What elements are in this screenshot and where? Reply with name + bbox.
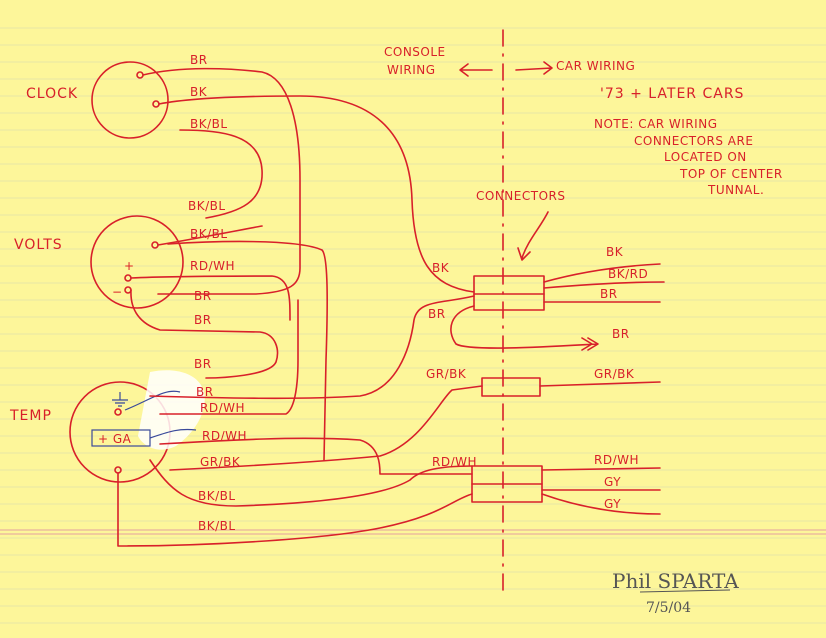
- ground-icon: [112, 392, 128, 407]
- wire-temp-rdwh2: [159, 437, 473, 475]
- car-wiring-label: CAR WIRING: [556, 59, 635, 73]
- console-label-2: WIRING: [387, 63, 436, 77]
- wire-label-conn-rdwh: RD/WH: [432, 455, 477, 469]
- wire-volts-minus-br: [130, 289, 279, 379]
- wire-conn-br: [450, 305, 599, 351]
- wire-label-conn-br: BR: [428, 307, 446, 321]
- wire-label-temp-rdwh2: RD/WH: [202, 429, 247, 443]
- out-wire-bkrd: [543, 281, 665, 289]
- clock-gauge: [91, 61, 169, 139]
- connectors-arrow: [517, 211, 549, 261]
- wire-temp-bkbl2: [117, 472, 473, 547]
- wire-temp-grbk: [169, 385, 483, 471]
- wire-label-temp-br2: BR: [196, 385, 214, 399]
- volts-gauge: [90, 215, 184, 309]
- wire-label-conn-grbk: GR/BK: [426, 367, 467, 381]
- wire-label-out-gy1: GY: [604, 475, 621, 489]
- wire-label-out-bkrd: BK/RD: [608, 267, 648, 281]
- wire-label-temp-bkbl1: BK/BL: [198, 489, 236, 503]
- later-cars-label: '73 + LATER CARS: [600, 86, 744, 102]
- wire-label-out-grbk: GR/BK: [594, 367, 635, 381]
- volts-label: VOLTS: [14, 237, 63, 253]
- wire-label-out-bk: BK: [606, 245, 624, 259]
- wire-label-temp-br1: BR: [194, 357, 212, 371]
- signature-date: 7/5/04: [646, 600, 691, 616]
- temp-term-gnd: [114, 408, 122, 416]
- signature-name: Phil SPARTA: [612, 569, 739, 593]
- clock-label: CLOCK: [26, 86, 78, 102]
- wire-temp-bkbl1: [149, 459, 473, 507]
- wire-clock-br: [142, 67, 301, 295]
- wire-volts-bkbl2: [167, 240, 328, 461]
- wire-label-out-rdwh: RD/WH: [594, 453, 639, 467]
- arrow-left: [459, 63, 493, 77]
- connector-1: [473, 275, 545, 311]
- wire-clock-bkbl: [179, 129, 263, 219]
- wire-label-temp-bkbl2: BK/BL: [198, 519, 236, 533]
- wire-label-mid-br: BR: [194, 313, 212, 327]
- wire-volts-rdwh: [130, 275, 291, 321]
- out-wire-rdwh: [541, 467, 661, 471]
- wire-volts-bkbl: [157, 225, 263, 246]
- volts-plus: +: [124, 259, 135, 273]
- connector-2: [481, 377, 541, 397]
- wire-label-out-br2: BR: [612, 327, 630, 341]
- wire-label-out-br: BR: [600, 287, 618, 301]
- wire-label-temp-rdwh1: RD/WH: [200, 401, 245, 415]
- wire-temp-rdwh: [159, 299, 299, 415]
- blue-wire-2: [149, 428, 197, 439]
- note-line-5: TUNNAL.: [707, 183, 764, 197]
- wire-label-volts-bkbl2: BK/BL: [190, 227, 228, 241]
- temp-ga-text: + GA: [98, 432, 132, 446]
- out-wire-bk: [543, 263, 661, 283]
- temp-label: TEMP: [9, 408, 52, 424]
- note-line-1: NOTE: CAR WIRING: [594, 117, 718, 131]
- wire-label-clock-br: BR: [190, 53, 208, 67]
- connectors-label: CONNECTORS: [476, 189, 565, 203]
- out-wire-gy2: [541, 493, 661, 515]
- wire-label-volts-bkbl: BK/BL: [188, 199, 226, 213]
- wire-label-clock-bkbl: BK/BL: [190, 117, 228, 131]
- console-label-1: CONSOLE: [384, 45, 446, 59]
- volts-minus: −: [112, 285, 123, 299]
- wire-label-out-gy2: GY: [604, 497, 621, 511]
- wire-label-clock-bk: BK: [190, 85, 208, 99]
- out-wire-grbk: [539, 381, 661, 387]
- wire-temp-br: [149, 295, 475, 400]
- note-line-2: CONNECTORS ARE: [634, 134, 753, 148]
- wire-label-conn-bk: BK: [432, 261, 450, 275]
- wire-label-volts-rdwh: RD/WH: [190, 259, 235, 273]
- signature-underline: [639, 589, 731, 593]
- wire-label-temp-grbk: GR/BK: [200, 455, 241, 469]
- arrow-right: [515, 61, 553, 75]
- note-line-3: LOCATED ON: [664, 150, 747, 164]
- wire-clock-bk: [158, 95, 475, 293]
- note-line-4: TOP OF CENTER: [679, 167, 783, 181]
- wire-label-volts-br: BR: [194, 289, 212, 303]
